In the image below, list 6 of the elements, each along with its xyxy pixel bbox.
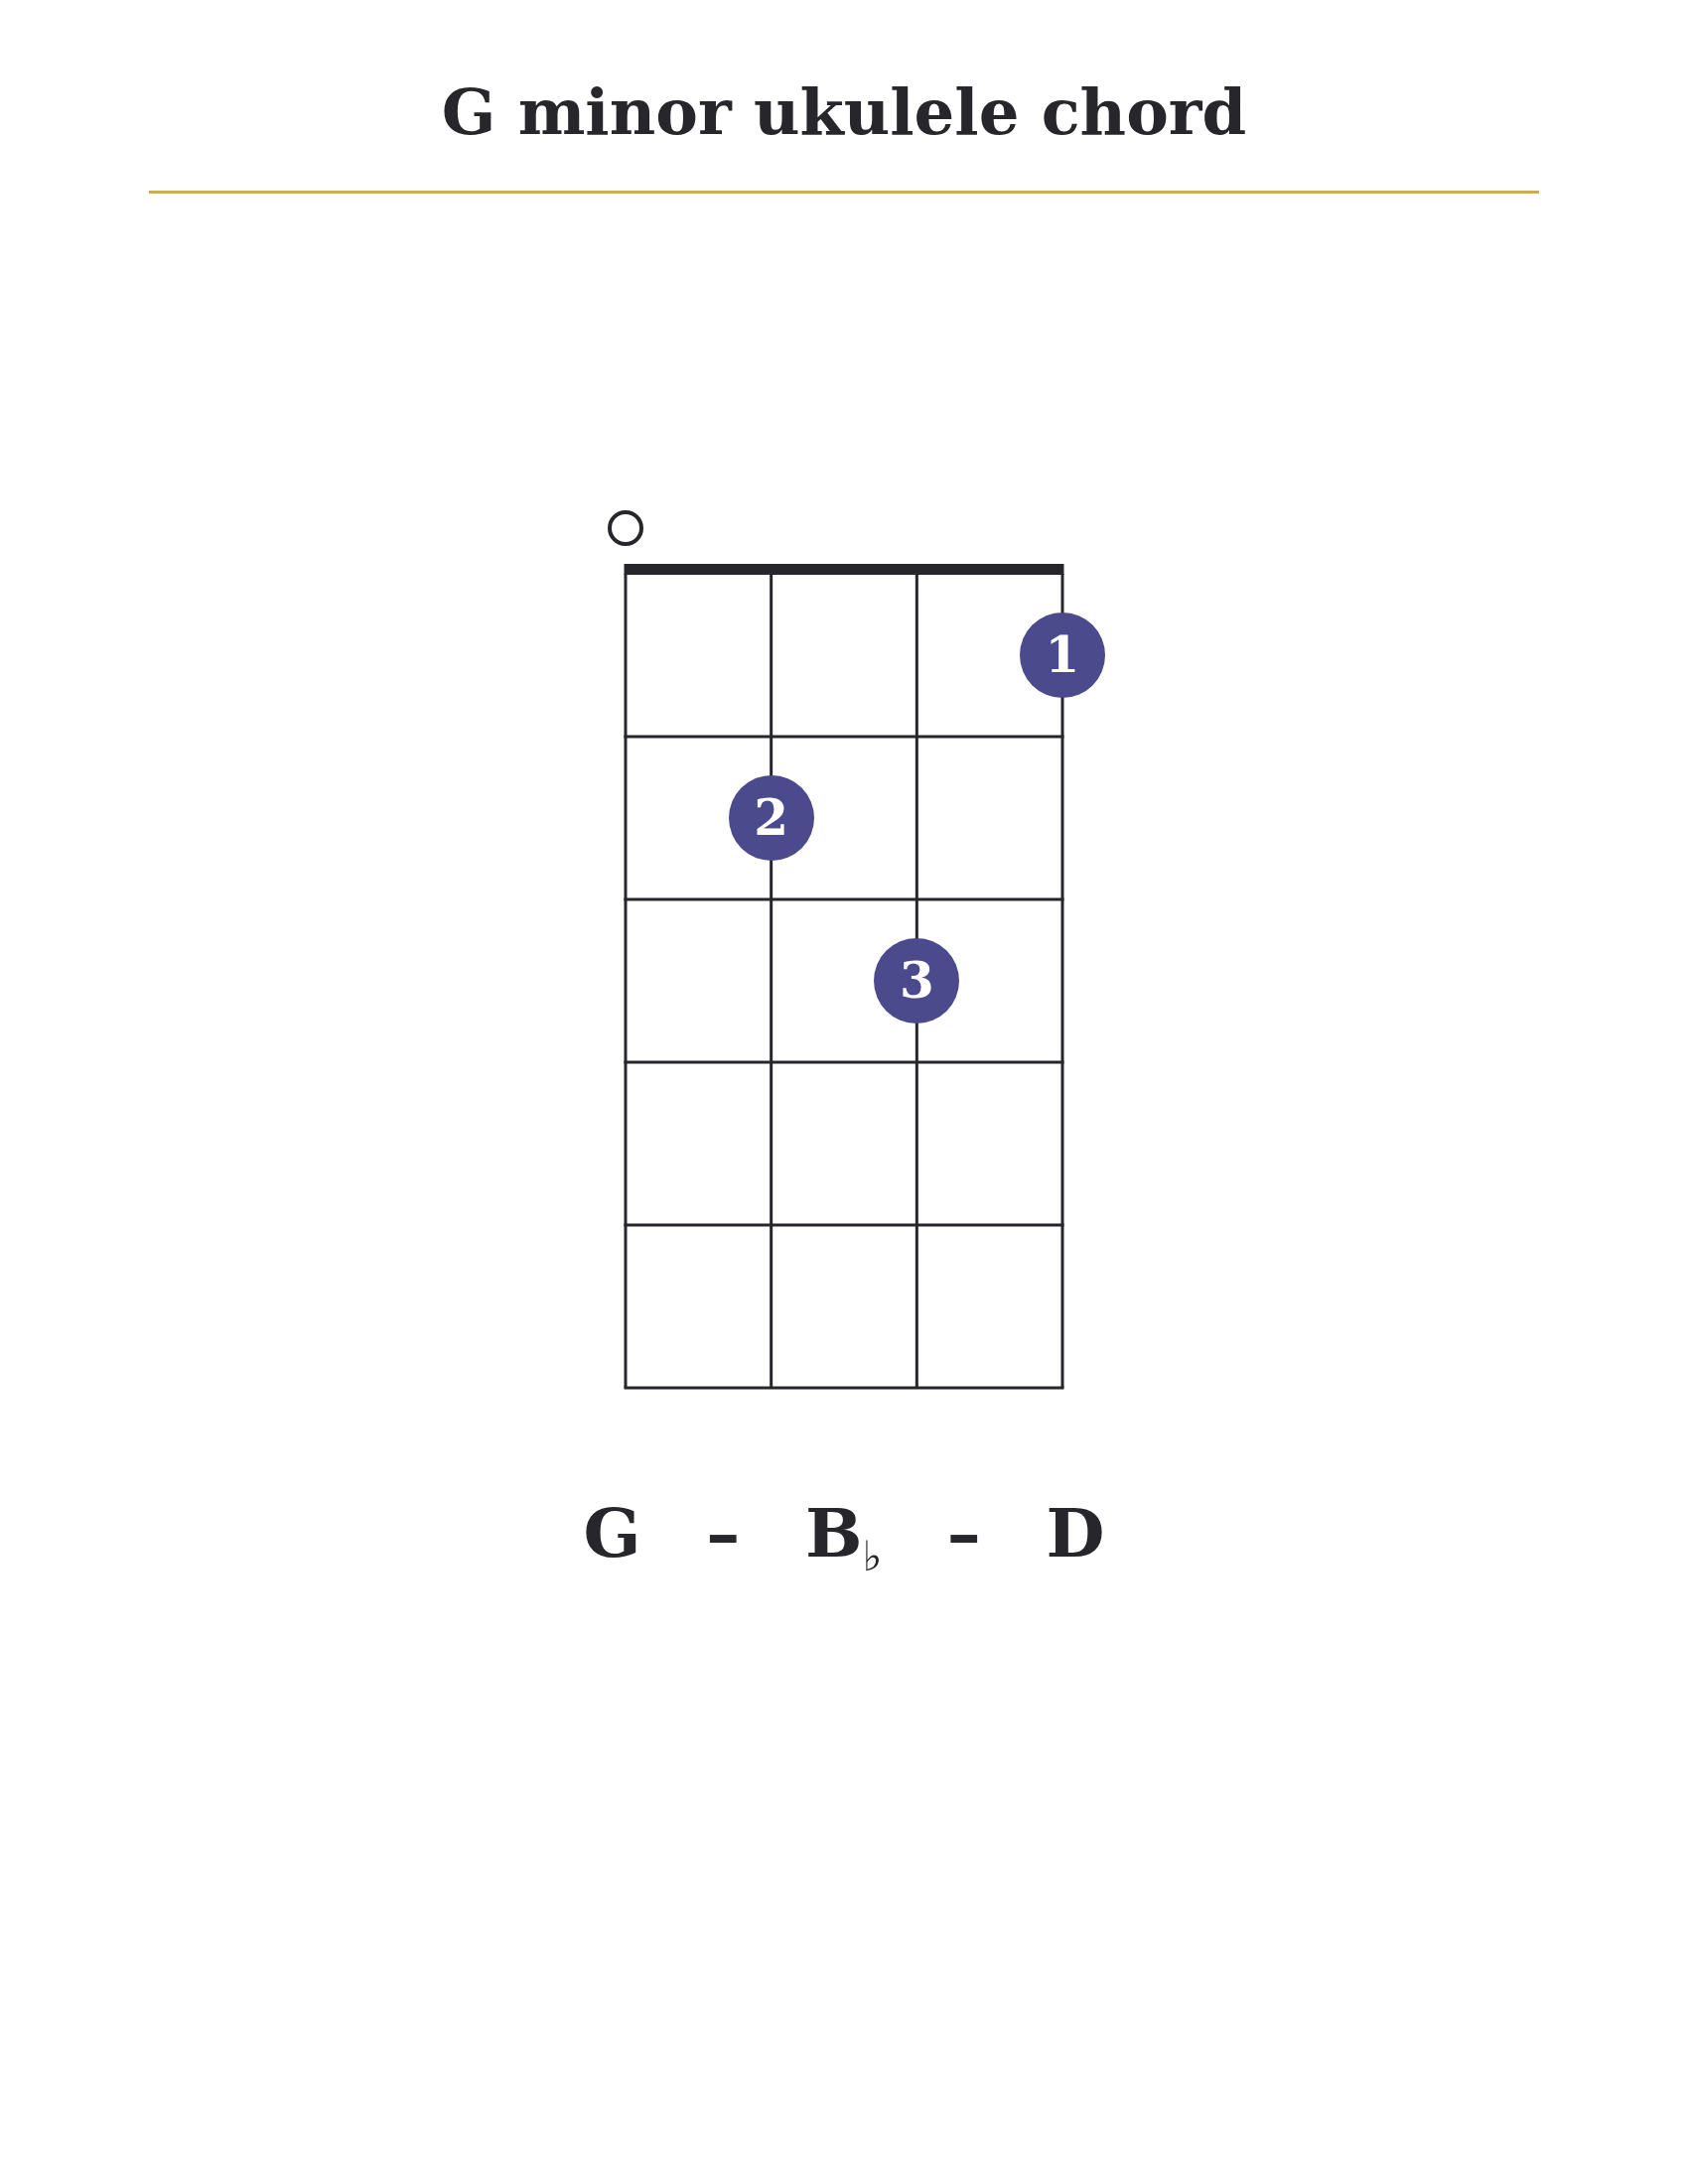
chord-title: G minor ukulele chord [441, 77, 1247, 148]
finger-dot: 3 [874, 938, 960, 1024]
finger-dot: 1 [1020, 613, 1105, 698]
chord-notes: G – B$_{♭}$ – D [583, 1499, 1105, 1577]
finger-dot: 2 [728, 775, 814, 861]
circle-icon [608, 510, 643, 546]
